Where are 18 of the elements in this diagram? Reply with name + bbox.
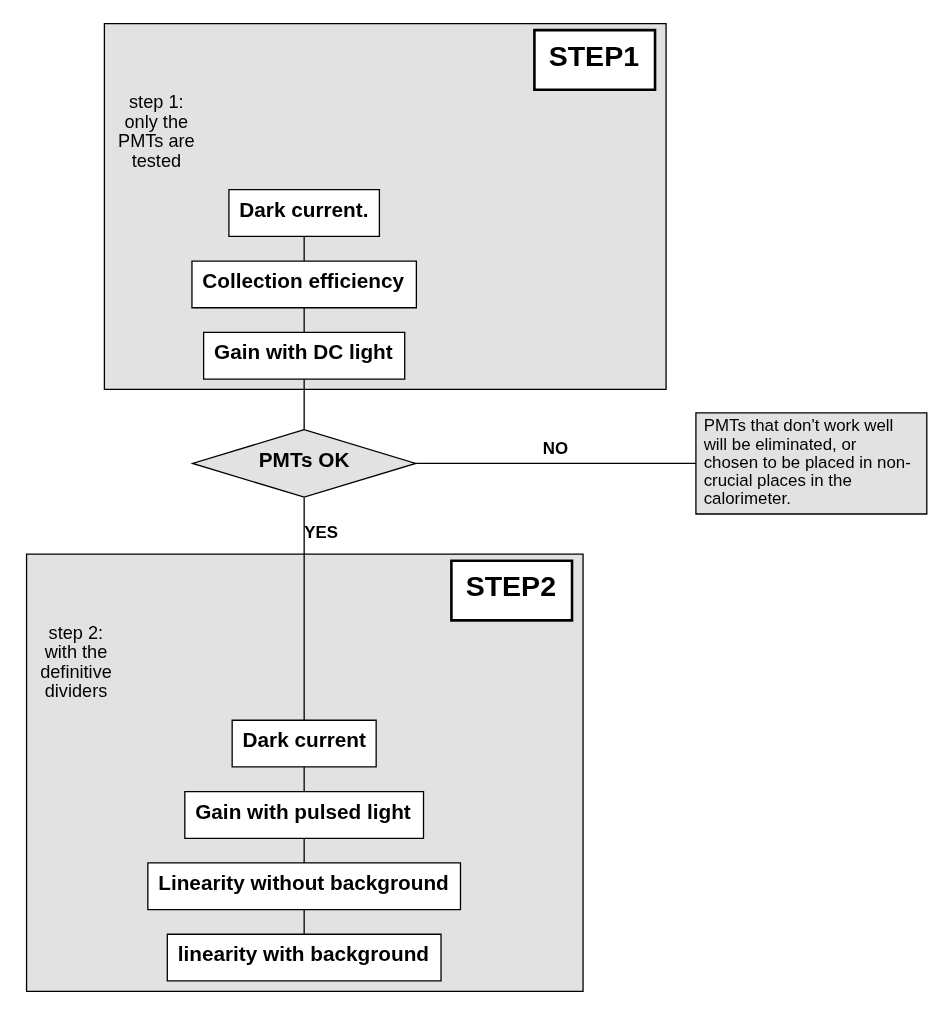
node-box: Gain with DC light	[203, 331, 406, 380]
connector	[415, 462, 697, 465]
connector	[303, 497, 305, 721]
node-diamond: PMTs OK	[190, 429, 418, 498]
node-box: Linearity without background	[147, 862, 462, 911]
node-box: Collection efficiency	[191, 260, 417, 309]
connector	[303, 837, 305, 864]
edge-label: NO	[542, 438, 569, 458]
connector	[303, 235, 305, 262]
connector	[303, 378, 305, 431]
node-box: Gain with pulsed light	[184, 790, 425, 839]
node-box: Dark current	[231, 719, 377, 768]
connector	[303, 307, 305, 333]
node-box: PMTs that don't work well will be eliminated, or chosen to be placed in non-crucial places in the calorimeter.	[695, 412, 928, 515]
connector	[303, 909, 305, 935]
connector	[303, 766, 305, 793]
node-box: Dark current.	[228, 189, 381, 238]
node-box: linearity with background	[166, 933, 442, 982]
